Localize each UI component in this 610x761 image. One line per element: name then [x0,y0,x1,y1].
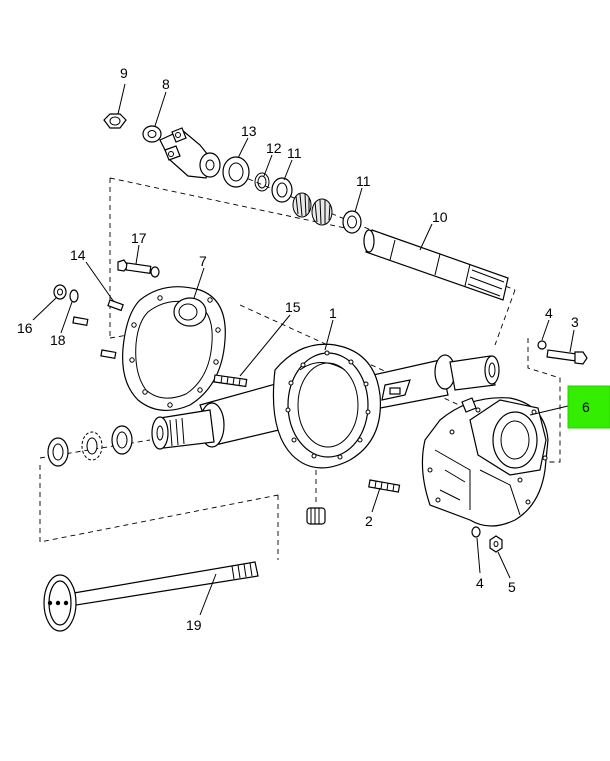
nut-16[interactable] [53,284,67,300]
stud-left-a[interactable] [72,316,89,327]
washer-8[interactable] [142,125,162,143]
highlighted-callout-6[interactable]: 6 [567,385,610,429]
callout-3[interactable]: 3 [571,314,579,330]
callout-10[interactable]: 10 [432,209,448,225]
carrier-flange-7[interactable] [122,286,226,411]
callout-16[interactable]: 16 [17,320,33,336]
bolt-3[interactable] [546,349,588,365]
callout-4-top[interactable]: 4 [545,305,553,321]
callout-12[interactable]: 12 [266,140,282,156]
ring-left-2[interactable] [81,431,103,461]
callout-19[interactable]: 19 [186,617,202,633]
ring-left-1[interactable] [47,437,69,467]
ring-left-3[interactable] [111,425,133,455]
callout-11b[interactable]: 11 [356,173,371,189]
differential-carrier-6[interactable] [421,397,549,527]
callout-9[interactable]: 9 [120,65,128,81]
leader-lines [32,83,575,616]
callout-labels: 9 8 13 12 11 11 10 17 14 7 16 18 15 1 4 … [17,65,579,633]
nut-5[interactable] [489,535,503,553]
callout-7[interactable]: 7 [199,253,207,269]
stud-15[interactable] [213,374,248,388]
callout-5[interactable]: 5 [508,579,516,595]
bearing-cup-11b[interactable] [342,210,362,234]
washer-4-top[interactable] [537,340,547,350]
bearing-cup-11a[interactable] [271,177,293,203]
bearing-cone-outer[interactable] [292,192,312,218]
callout-1[interactable]: 1 [329,305,337,321]
callout-17[interactable]: 17 [131,230,147,246]
highlight-box [567,385,610,429]
bearing-cone-inner[interactable] [311,198,333,226]
input-shaft-10[interactable] [363,229,509,301]
callout-14[interactable]: 14 [70,247,86,263]
stud-left-b[interactable] [100,349,117,360]
nut-9[interactable] [103,113,127,129]
yoke[interactable] [159,127,221,179]
seal-13[interactable] [222,156,250,188]
washer-18[interactable] [69,289,79,303]
callout-8[interactable]: 8 [162,76,170,92]
callout-11a[interactable]: 11 [287,145,302,161]
callout-6[interactable]: 6 [582,399,590,415]
callout-18[interactable]: 18 [50,332,66,348]
axle-shaft-19[interactable] [43,561,259,632]
snap-ring-12[interactable] [254,172,270,192]
callout-2[interactable]: 2 [365,513,373,529]
callout-15[interactable]: 15 [285,299,301,315]
pin-14[interactable] [107,299,124,312]
washer-4-bottom[interactable] [471,526,481,538]
stud-2[interactable] [368,479,401,493]
callout-13[interactable]: 13 [241,123,257,139]
axle-housing-1[interactable] [151,343,500,469]
bolt-17[interactable] [117,259,160,278]
callout-4-bottom[interactable]: 4 [476,575,484,591]
plug[interactable] [306,507,326,525]
